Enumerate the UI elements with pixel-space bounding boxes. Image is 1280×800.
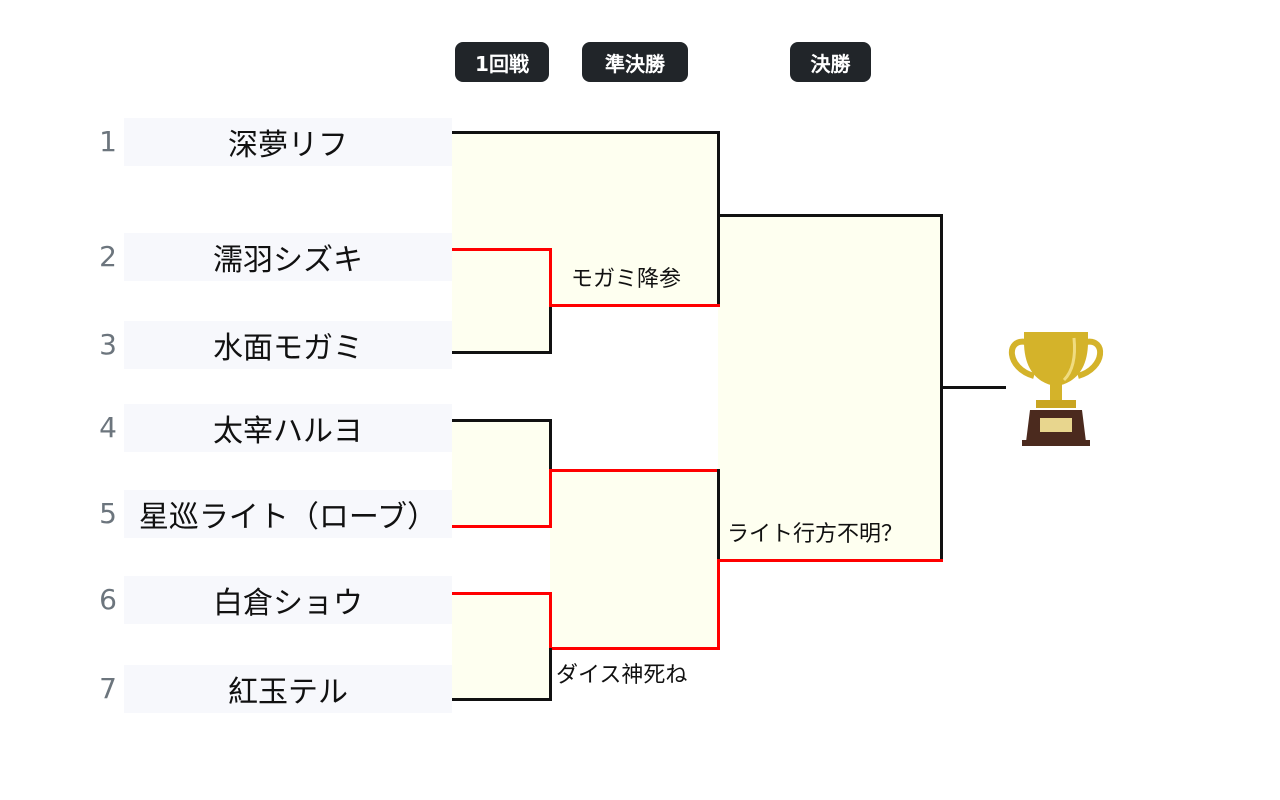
bracket-line-winner bbox=[549, 469, 720, 472]
bracket-line-winner bbox=[549, 647, 720, 650]
seed-number: 2 bbox=[99, 240, 117, 273]
bracket-line-winner bbox=[452, 592, 552, 595]
player-entry: 白倉ショウ bbox=[124, 576, 452, 624]
trophy-icon bbox=[1008, 332, 1104, 446]
bracket-line bbox=[452, 419, 552, 422]
match-fill-final bbox=[718, 215, 941, 560]
bracket-line-winner bbox=[549, 304, 720, 307]
player-entry: 星巡ライト（ローブ） bbox=[124, 490, 452, 538]
bracket-line bbox=[717, 469, 720, 561]
match-fill-r1-b bbox=[452, 420, 550, 526]
bracket-line-winner bbox=[549, 469, 552, 528]
match-fill-bye bbox=[452, 132, 718, 249]
bracket-line bbox=[717, 131, 720, 307]
bracket-line bbox=[549, 305, 552, 354]
bracket-line bbox=[452, 131, 720, 134]
bracket-line-winner bbox=[717, 559, 720, 650]
match-fill-semi1 bbox=[452, 249, 718, 305]
bracket-line bbox=[549, 648, 552, 701]
seed-number: 3 bbox=[99, 328, 117, 361]
result-label-final: ライト行方不明？ bbox=[727, 522, 904, 547]
player-entry: 紅玉テル bbox=[124, 665, 452, 713]
seed-number: 4 bbox=[99, 411, 117, 444]
bracket-line-winner bbox=[549, 592, 552, 650]
player-entry: 水面モガミ bbox=[124, 321, 452, 369]
bracket-line bbox=[452, 698, 552, 701]
seed-number: 5 bbox=[99, 497, 117, 530]
player-entry: 深夢リフ bbox=[124, 118, 452, 166]
round-header-semifinal: 準決勝 bbox=[582, 42, 688, 82]
bracket-line-winner bbox=[549, 248, 552, 307]
match-fill-semi2 bbox=[550, 470, 718, 648]
player-entry: 濡羽シズキ bbox=[124, 233, 452, 281]
bracket-line bbox=[940, 386, 1006, 389]
bracket-line bbox=[549, 419, 552, 471]
seed-number: 7 bbox=[99, 672, 117, 705]
bracket-line bbox=[452, 351, 552, 354]
match-fill-r1-a bbox=[452, 305, 550, 352]
seed-number: 6 bbox=[99, 583, 117, 616]
match-fill-r1-c bbox=[452, 593, 550, 699]
bracket-line-winner bbox=[452, 248, 552, 251]
round-header-1: 1回戦 bbox=[455, 42, 549, 82]
player-entry: 太宰ハルヨ bbox=[124, 404, 452, 452]
bracket-line-winner bbox=[452, 525, 552, 528]
bracket-line bbox=[717, 214, 943, 217]
bracket-line-winner bbox=[717, 559, 943, 562]
round-header-final: 決勝 bbox=[790, 42, 871, 82]
seed-number: 1 bbox=[99, 125, 117, 158]
result-label-semi1: モガミ降参 bbox=[571, 267, 682, 292]
result-label-semi2: ダイス神死ね bbox=[556, 663, 688, 688]
